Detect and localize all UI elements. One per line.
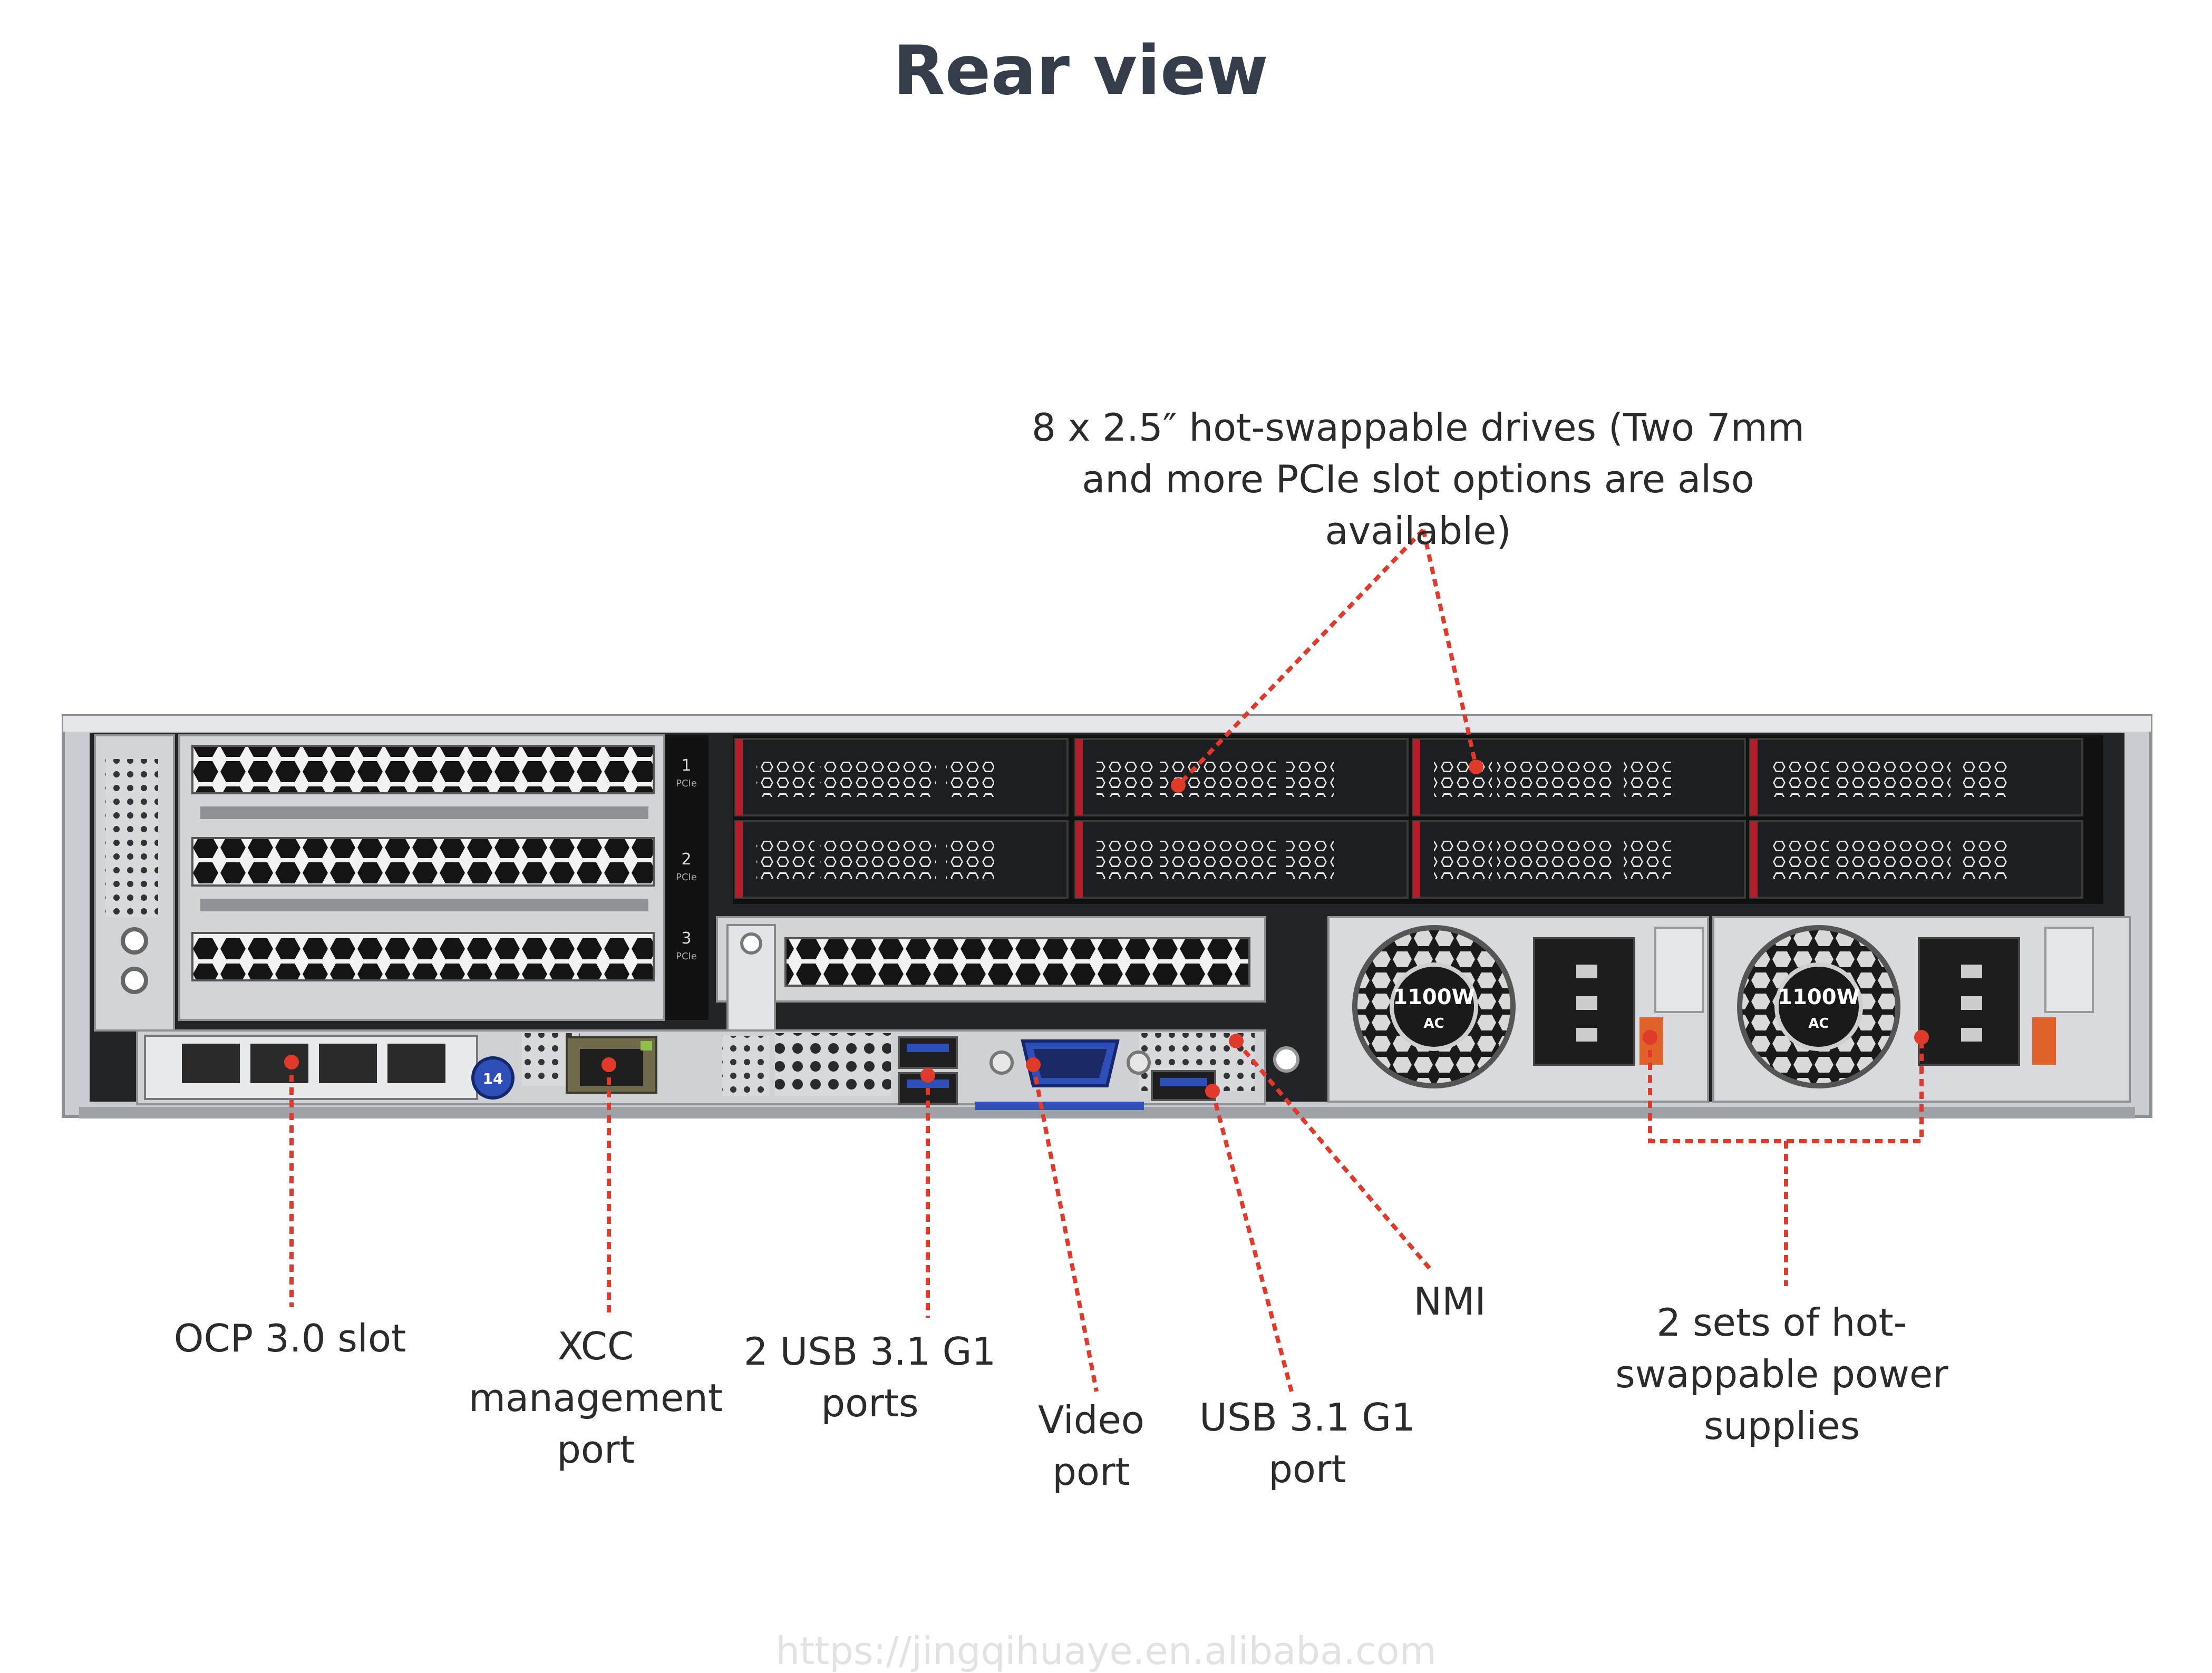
pcie-slot-tag: PCIe (676, 951, 697, 962)
label-power-supplies: 2 sets of hot- swappable power supplies (1615, 1300, 1948, 1448)
psu-type: AC (1423, 1016, 1444, 1032)
leader-usb1 (1210, 1090, 1294, 1393)
label-usb-single: USB 3.1 G1 port (1199, 1395, 1415, 1491)
psu-rating: 1100W (1778, 985, 1859, 1009)
pcie-slots (178, 734, 665, 1021)
label-ocp-slot: OCP 3.0 slot (173, 1316, 406, 1360)
drive-caddy (1074, 820, 1409, 899)
leader-psu (1648, 1037, 1924, 1143)
pcie-slot-number: 2 (681, 850, 691, 869)
drive-caddy (1749, 820, 2083, 899)
pcie-slot-labels: 1 PCIe 2 PCIe 3 PCIe (665, 735, 709, 1020)
psu-type: AC (1808, 1016, 1829, 1032)
left-vent-panel (94, 734, 175, 1032)
label-video-port: Video port (1038, 1398, 1144, 1494)
drive-caddy (1412, 820, 1746, 899)
power-supply-2: 1100W AC (1712, 916, 2131, 1103)
drive-caddy (734, 820, 1069, 899)
pcie-slot-number: 1 (681, 756, 691, 775)
label-xcc-port: XCC management port (468, 1324, 723, 1472)
video-port (975, 1039, 1151, 1110)
ocp-slot: 14 (144, 1035, 515, 1100)
psu-rating: 1100W (1393, 985, 1474, 1009)
drive-bays (733, 735, 2103, 904)
watermark: https://jingqihuaye.en.alibaba.com (775, 1629, 1437, 1673)
middle-pcie-slot (716, 916, 1266, 1047)
xcc-port (566, 1036, 657, 1094)
usb-port-single (1151, 1070, 1216, 1101)
leader-drives-a (1177, 528, 1425, 787)
ocp-badge: 14 (483, 1070, 503, 1087)
label-nmi: NMI (1413, 1279, 1486, 1324)
drive-caddy (734, 738, 1069, 816)
pcie-slot-number: 3 (681, 929, 691, 948)
page-title: Rear view (893, 32, 1268, 110)
leader-video (1031, 1064, 1099, 1392)
drive-caddy (1412, 738, 1746, 816)
pcie-slot-tag: PCIe (676, 872, 697, 883)
power-supply-1: 1100W AC (1327, 916, 1709, 1103)
callout-dots (284, 760, 1929, 1098)
leader-drives-b (1421, 529, 1478, 767)
label-drives: 8 x 2.5″ hot-swappable drives (Two 7mm a… (1032, 405, 1804, 553)
label-usb-pair: 2 USB 3.1 G1 ports (743, 1329, 996, 1425)
usb-port-pair (898, 1036, 958, 1105)
pcie-slot-tag: PCIe (676, 778, 697, 789)
callout-leaders (289, 528, 1924, 1393)
drive-caddy (1749, 738, 2083, 816)
drive-caddy (1074, 738, 1409, 816)
